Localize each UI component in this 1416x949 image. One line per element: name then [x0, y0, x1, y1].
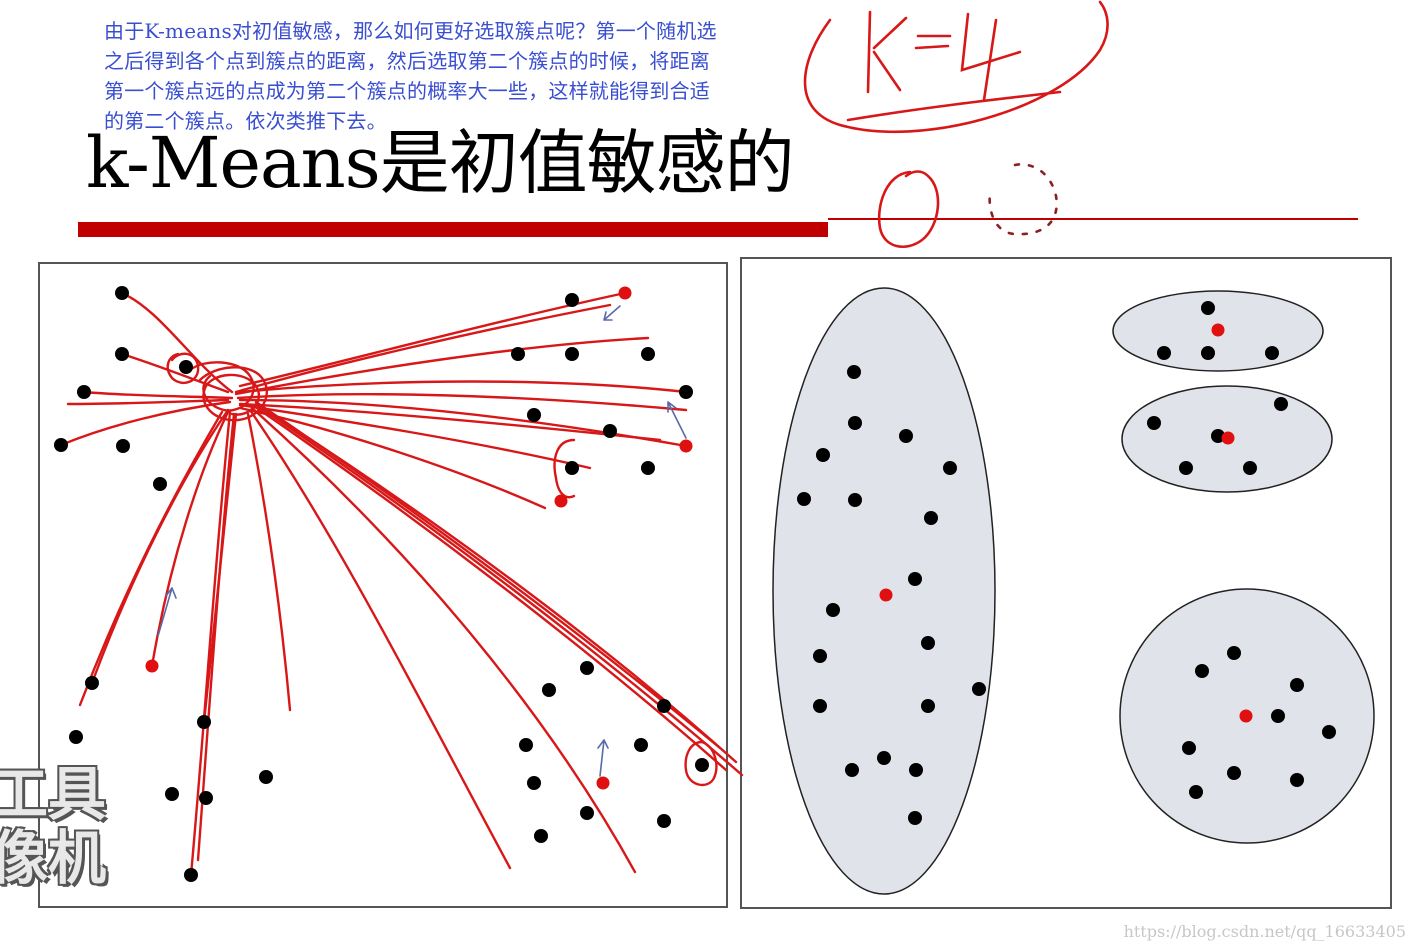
hw-dashes	[988, 163, 1058, 236]
clustered-result-panel	[740, 257, 1392, 909]
camera-watermark: 工具 像机	[0, 760, 170, 910]
hw-k	[866, 10, 908, 94]
title-underline-bar	[78, 222, 828, 237]
slide-title: k-Means是初值敏感的	[86, 122, 795, 204]
hw-four	[960, 12, 1022, 102]
handwritten-k-equals	[803, 0, 1109, 134]
source-credit: https://blog.csdn.net/qq_16633405	[1123, 922, 1406, 941]
watermark-line-2: 像机	[0, 824, 107, 892]
hw-equals	[914, 34, 952, 50]
watermark-line-1: 工具	[0, 760, 107, 828]
hw-zero	[877, 170, 940, 249]
handwritten-zero	[877, 163, 1058, 249]
hw-underline	[846, 90, 1062, 122]
hw-loop	[803, 0, 1109, 134]
annotation-note: 由于K-means对初值敏感，那么如何更好选取簇点呢？第一个随机选 之后得到各个…	[104, 19, 717, 133]
title-underline-rule	[828, 218, 1358, 220]
